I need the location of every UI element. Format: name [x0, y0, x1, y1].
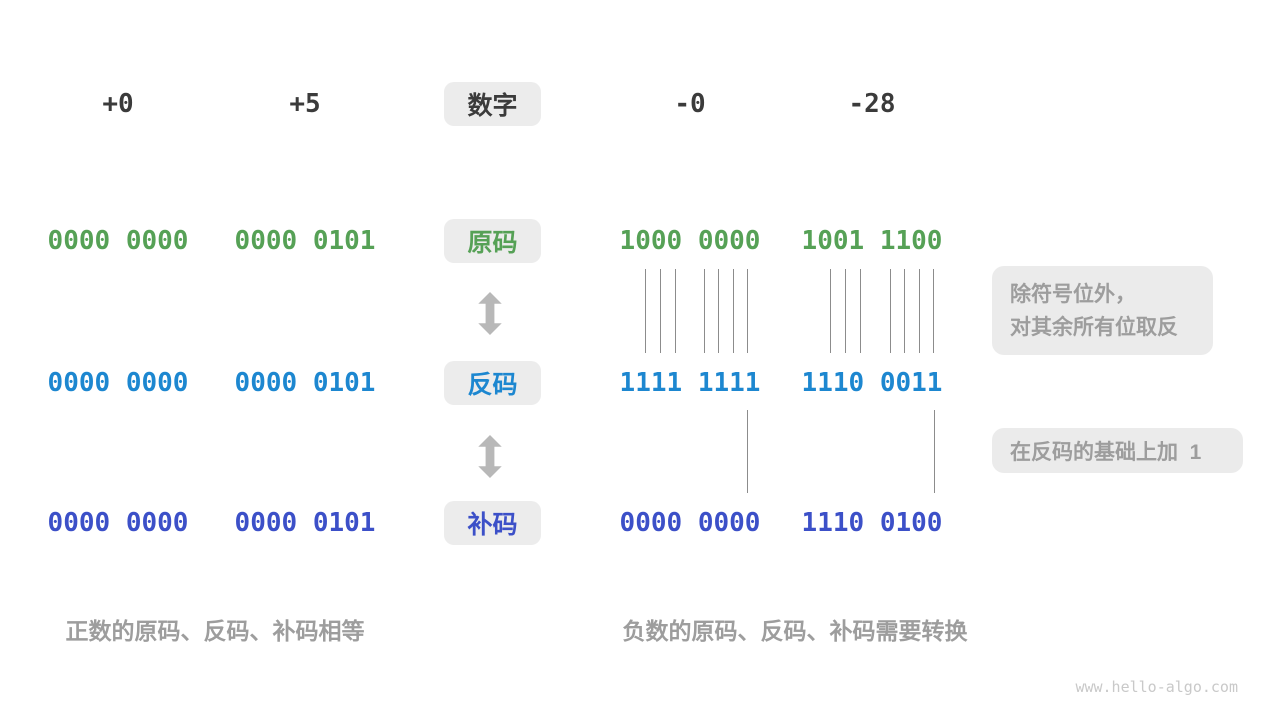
ones-complement-plus0: 0000 0000	[47, 368, 189, 398]
bit-tick-line	[747, 410, 748, 493]
bit-tick-line	[890, 269, 891, 353]
invert-note-line2: 对其余所有位取反	[1010, 316, 1178, 339]
double-arrow-icon	[478, 292, 502, 335]
sign-magnitude-minus0: 1000 0000	[619, 226, 761, 256]
twos-complement-minus0: 0000 0000	[619, 508, 761, 538]
sign-magnitude-chip: 原码	[444, 219, 541, 263]
header-value-minus0: -0	[674, 89, 706, 119]
bit-tick-line	[645, 269, 646, 353]
watermark-url: www.hello-algo.com	[1075, 678, 1238, 696]
header-label-chip: 数字	[444, 82, 541, 126]
bit-tick-line	[934, 410, 935, 493]
caption-positive: 正数的原码、反码、补码相等	[65, 618, 365, 644]
bit-tick-line	[845, 269, 846, 353]
ones-complement-minus28: 1110 0011	[801, 368, 943, 398]
twos-complement-plus0: 0000 0000	[47, 508, 189, 538]
bit-tick-line	[904, 269, 905, 353]
twos-complement-minus28: 1110 0100	[801, 508, 943, 538]
double-arrow-icon	[478, 435, 502, 478]
ones-complement-plus5: 0000 0101	[234, 368, 376, 398]
bit-tick-line	[933, 269, 934, 353]
invert-note: 除符号位外， 对其余所有位取反	[992, 266, 1213, 355]
bit-tick-line	[919, 269, 920, 353]
bit-tick-line	[718, 269, 719, 353]
twos-complement-chip: 补码	[444, 501, 541, 545]
bit-tick-line	[660, 269, 661, 353]
sign-magnitude-minus28: 1001 1100	[801, 226, 943, 256]
bit-tick-line	[747, 269, 748, 353]
ones-complement-minus0: 1111 1111	[619, 368, 761, 398]
ones-complement-chip: 反码	[444, 361, 541, 405]
twos-complement-plus5: 0000 0101	[234, 508, 376, 538]
sign-magnitude-plus5: 0000 0101	[234, 226, 376, 256]
bit-tick-line	[830, 269, 831, 353]
header-value-plus0: +0	[102, 89, 134, 119]
sign-magnitude-plus0: 0000 0000	[47, 226, 189, 256]
header-value-plus5: +5	[289, 89, 321, 119]
bit-tick-line	[704, 269, 705, 353]
bit-tick-line	[675, 269, 676, 353]
add-one-note: 在反码的基础上加 1	[992, 428, 1243, 473]
invert-note-line1: 除符号位外，	[1010, 283, 1136, 306]
caption-negative: 负数的原码、反码、补码需要转换	[622, 618, 968, 644]
bit-tick-line	[860, 269, 861, 353]
bit-tick-line	[733, 269, 734, 353]
header-value-minus28: -28	[848, 89, 896, 119]
